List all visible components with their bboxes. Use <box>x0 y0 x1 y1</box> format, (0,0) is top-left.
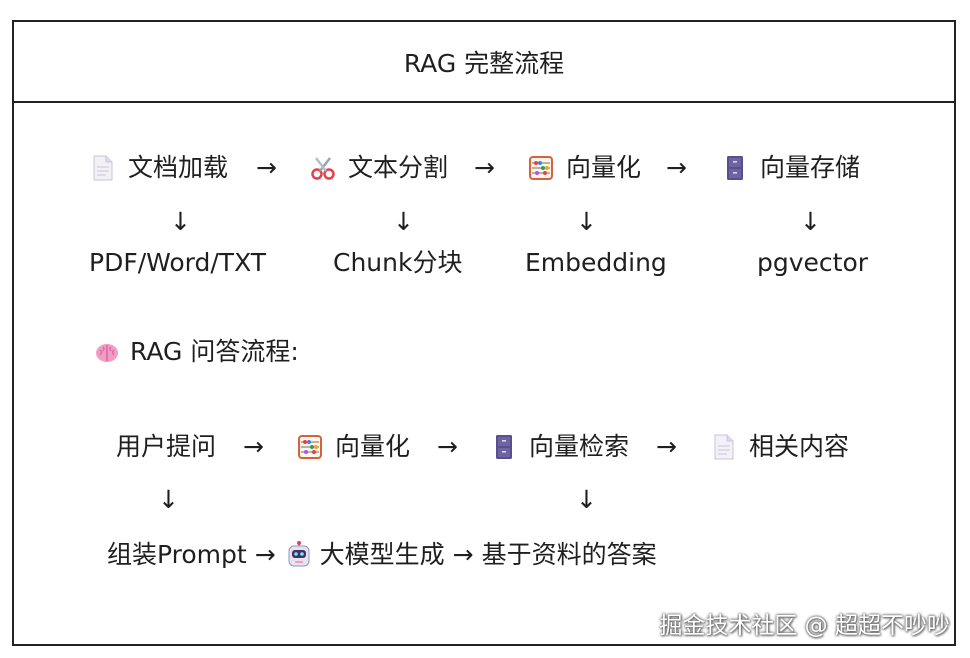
arrow-down: ↓ <box>170 207 191 236</box>
qa-generation-row: 组装Prompt → 大模型生成 → 基于资料的答案 <box>107 539 657 571</box>
qa-step-answer: 基于资料的答案 <box>481 540 657 569</box>
document-icon <box>714 434 734 460</box>
arrow-right: → <box>666 153 687 182</box>
file-cabinet-icon <box>496 435 512 459</box>
arrow-right: → <box>243 432 264 461</box>
arrow-right: → <box>474 153 495 182</box>
qa-step-label: 向量化 <box>335 432 411 461</box>
step-sub-label: PDF/Word/TXT <box>89 248 267 277</box>
arrow-right: → <box>452 540 474 569</box>
arrow-right: → <box>656 432 677 461</box>
arrow-down: ↓ <box>158 485 179 514</box>
step-document-load: 文档加载 <box>90 152 228 184</box>
arrow-right: → <box>254 540 276 569</box>
qa-step-label: 向量检索 <box>529 432 630 461</box>
robot-icon <box>288 541 310 567</box>
step-vectorize: 向量化 <box>528 152 641 184</box>
arrow-down: ↓ <box>800 207 821 236</box>
file-cabinet-icon <box>727 156 743 180</box>
step-label: 向量化 <box>566 153 642 182</box>
step-sub-label: Chunk分块 <box>333 248 463 277</box>
qa-step-related-content: 相关内容 <box>711 431 849 463</box>
arrow-down: ↓ <box>576 485 597 514</box>
qa-step-user-question: 用户提问 <box>116 432 217 461</box>
abacus-icon <box>529 156 553 180</box>
qa-heading: RAG 问答流程: <box>94 336 299 368</box>
step-label: 文档加载 <box>128 153 229 182</box>
brain-icon <box>96 344 118 362</box>
arrow-right: → <box>256 153 277 182</box>
step-sub-label: Embedding <box>525 248 667 277</box>
step-label: 文本分割 <box>348 153 449 182</box>
qa-step-prompt: 组装Prompt <box>107 540 247 569</box>
diagram-frame: RAG 完整流程 <box>12 20 956 646</box>
qa-step-vector-search: 向量检索 <box>491 431 629 463</box>
arrow-down: ↓ <box>393 207 414 236</box>
step-label: 向量存储 <box>760 153 861 182</box>
arrow-down: ↓ <box>576 207 597 236</box>
qa-step-llm: 大模型生成 <box>319 540 445 569</box>
step-vector-store: 向量存储 <box>722 152 860 184</box>
qa-step-vectorize: 向量化 <box>297 431 410 463</box>
scissors-icon <box>311 157 335 180</box>
document-icon <box>93 155 113 181</box>
watermark: 掘金技术社区 @ 超超不吵吵 <box>659 613 950 639</box>
diagram-title: RAG 完整流程 <box>14 22 954 103</box>
abacus-icon <box>298 435 322 459</box>
qa-step-label: 相关内容 <box>749 432 850 461</box>
step-sub-label: pgvector <box>757 248 869 277</box>
qa-heading-label: RAG 问答流程: <box>130 337 299 366</box>
step-text-split: 文本分割 <box>310 152 448 184</box>
arrow-right: → <box>437 432 458 461</box>
